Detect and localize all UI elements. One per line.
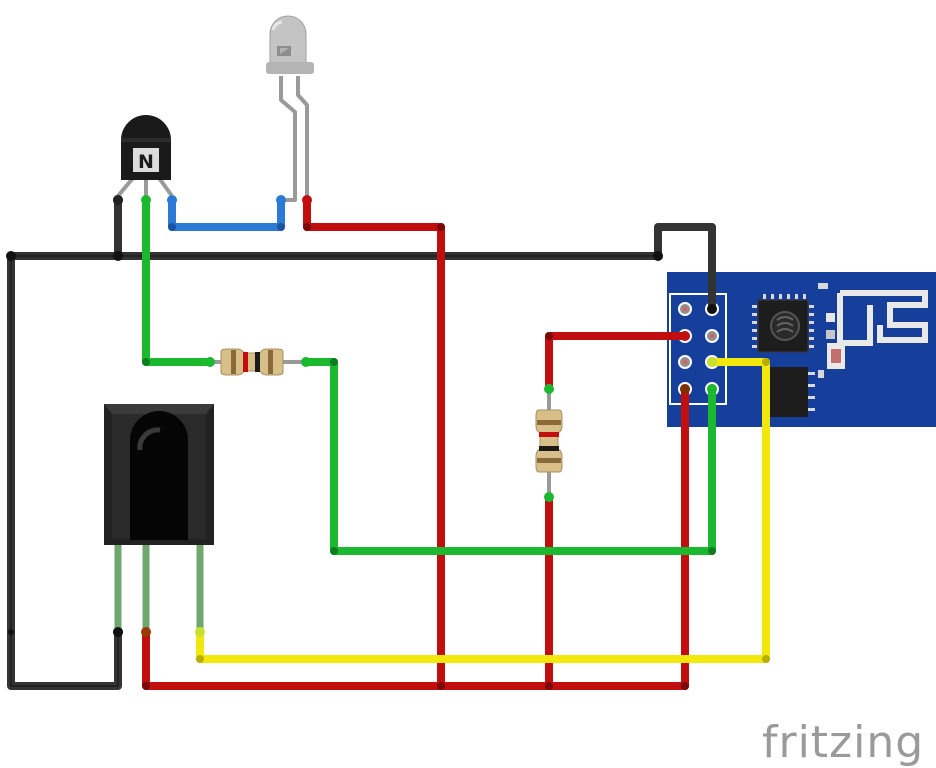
ground-wire-left-vertical <box>7 252 122 690</box>
resistor-horizontal[interactable] <box>206 348 310 376</box>
power-wire-led-anode <box>303 196 445 690</box>
ground-wire-esp-gnd <box>654 223 716 313</box>
esp01-chip <box>752 294 814 353</box>
fritzing-watermark: fritzing <box>762 717 924 768</box>
esp01-pin-header <box>669 293 727 405</box>
esp01-antenna-trace <box>837 290 928 346</box>
esp01-module[interactable] <box>667 272 936 427</box>
resistor-vertical[interactable] <box>535 384 563 500</box>
ir-led[interactable] <box>266 15 314 202</box>
npn-transistor[interactable]: N <box>116 115 174 198</box>
signal-wire-blue[interactable] <box>168 196 285 231</box>
power-wires[interactable] <box>142 196 689 690</box>
power-wire-pullup-top <box>545 332 689 393</box>
esp01-flash-chip <box>763 367 815 417</box>
transistor-label: N <box>138 151 154 173</box>
ir-receiver[interactable] <box>104 404 214 632</box>
transistor-label-plate <box>133 148 159 172</box>
esp01-smd-parts <box>818 283 845 378</box>
green-wire-resistor-out <box>302 358 716 555</box>
